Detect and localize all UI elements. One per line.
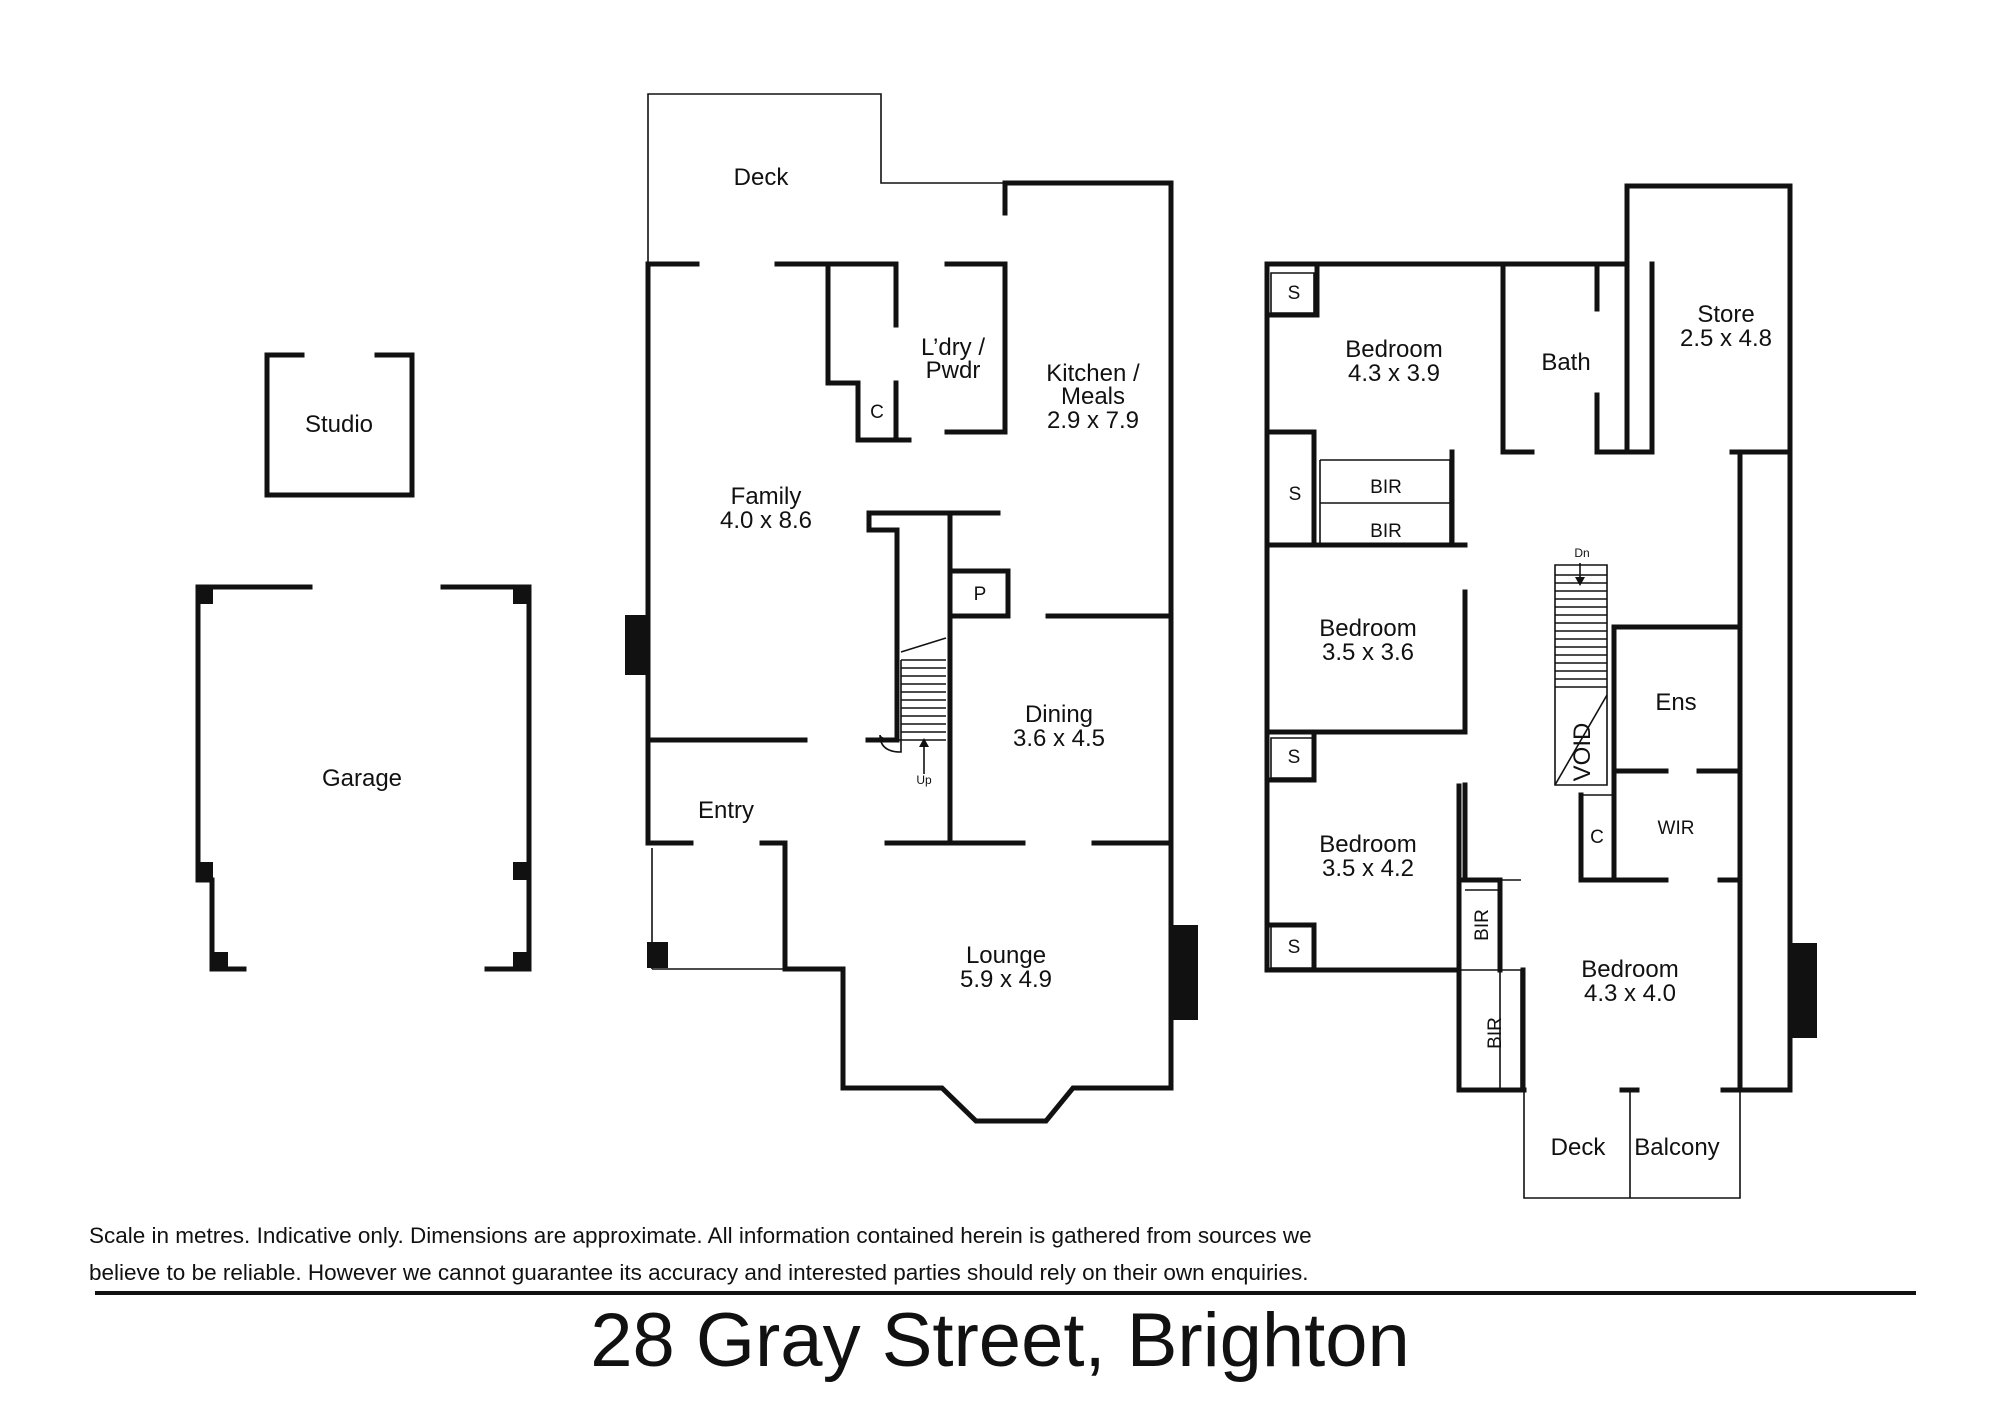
cupboard-upper-label: C <box>1590 827 1604 848</box>
deck-upper-label: Deck <box>1551 1134 1607 1161</box>
stair-up-label: Up <box>916 773 932 787</box>
family-label: Family <box>731 483 802 510</box>
stair-dn-label: Dn <box>1574 546 1589 560</box>
disclaimer-line-1: Scale in metres. Indicative only. Dimens… <box>89 1223 1312 1248</box>
bedroom-4-label: Bedroom <box>1581 956 1678 983</box>
store-dims: 2.5 x 4.8 <box>1680 325 1772 352</box>
shelf-label-1: S <box>1288 283 1301 304</box>
laundry-label-line2: Pwdr <box>926 357 981 384</box>
divider-rule <box>95 1291 1916 1295</box>
cupboard-ground-label: C <box>870 402 884 423</box>
ground-floor-walls <box>625 93 1198 1124</box>
bir-3-label: BIR <box>1472 909 1493 941</box>
upper-floor-walls <box>1264 183 1817 1199</box>
void-label: VOID <box>1569 723 1596 782</box>
studio-outline <box>264 352 415 498</box>
kitchen-dims: 2.9 x 7.9 <box>1047 407 1139 434</box>
bedroom-1-dims: 4.3 x 3.9 <box>1348 360 1440 387</box>
kitchen-label: Kitchen / <box>1046 360 1140 387</box>
garage-outline <box>195 584 532 972</box>
bir-2-label: BIR <box>1370 521 1402 542</box>
shelf-label-4: S <box>1288 937 1301 958</box>
lounge-dims: 5.9 x 4.9 <box>960 966 1052 993</box>
dining-label: Dining <box>1025 701 1093 728</box>
bedroom-3-label: Bedroom <box>1319 831 1416 858</box>
ens-label: Ens <box>1655 689 1696 716</box>
bir-4-label: BIR <box>1485 1017 1506 1049</box>
studio-label: Studio <box>305 411 373 438</box>
pantry-label: P <box>974 584 987 605</box>
bedroom-1-label: Bedroom <box>1345 336 1442 363</box>
lounge-label: Lounge <box>966 942 1046 969</box>
bath-label: Bath <box>1541 349 1590 376</box>
disclaimer: Scale in metres. Indicative only. Dimens… <box>89 1217 1469 1291</box>
bir-1-label: BIR <box>1370 477 1402 498</box>
kitchen-label-line2: Meals <box>1061 383 1125 410</box>
family-dims: 4.0 x 8.6 <box>720 507 812 534</box>
dining-dims: 3.6 x 4.5 <box>1013 725 1105 752</box>
property-address: 28 Gray Street, Brighton <box>590 1298 1410 1383</box>
bedroom-4-dims: 4.3 x 4.0 <box>1584 980 1676 1007</box>
garage-label: Garage <box>322 765 402 792</box>
bedroom-2-label: Bedroom <box>1319 615 1416 642</box>
balcony-label: Balcony <box>1634 1134 1719 1161</box>
disclaimer-line-2: believe to be reliable. However we canno… <box>89 1260 1309 1285</box>
deck-ground-label: Deck <box>734 164 790 191</box>
bedroom-3-dims: 3.5 x 4.2 <box>1322 855 1414 882</box>
shelf-label-2: S <box>1289 484 1302 505</box>
bedroom-2-dims: 3.5 x 3.6 <box>1322 639 1414 666</box>
wir-label: WIR <box>1658 818 1695 839</box>
entry-label: Entry <box>698 797 754 824</box>
shelf-label-3: S <box>1288 747 1301 768</box>
store-label: Store <box>1697 301 1754 328</box>
laundry-label: L’dry / <box>921 334 985 361</box>
